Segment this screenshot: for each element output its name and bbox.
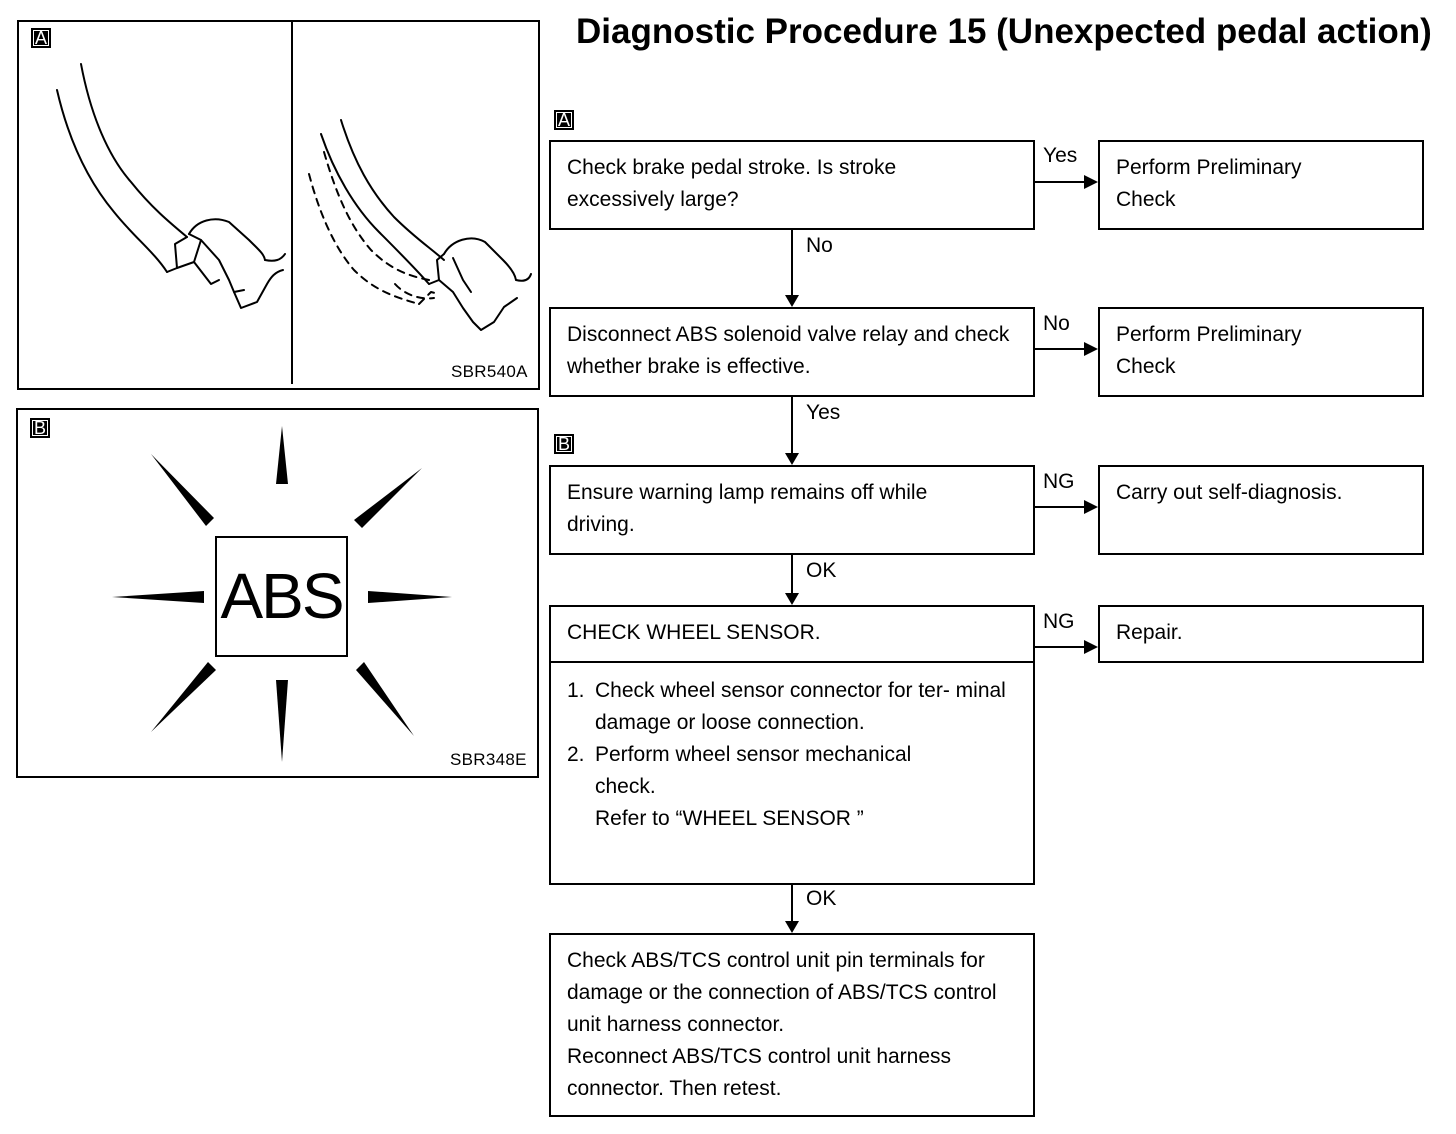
- figure-a-tag: A: [31, 28, 51, 48]
- page-title: Diagnostic Procedure 15 (Unexpected peda…: [576, 12, 1432, 51]
- step2-text: Disconnect ABS solenoid valve relay and …: [567, 323, 1010, 378]
- step1-no-connector: [791, 230, 793, 296]
- step4-ng-result-text: Repair.: [1116, 621, 1183, 644]
- brake-pedal-illustration: [56, 63, 532, 331]
- step4-ng-arrow: [1084, 640, 1098, 654]
- step2-yes-connector: [791, 397, 793, 454]
- step2-no-result-text: Perform Preliminary Check: [1116, 323, 1302, 378]
- figure-a-divider: [291, 22, 293, 384]
- flow-tag-a: A: [554, 110, 574, 130]
- step1-no-label: No: [806, 234, 833, 257]
- step4-ok-arrow: [785, 921, 799, 933]
- step4-ng-label: NG: [1043, 610, 1075, 633]
- step1-text: Check brake pedal stroke. Is stroke exce…: [567, 156, 897, 211]
- step2-no-label: No: [1043, 312, 1070, 335]
- step1-yes-label: Yes: [1043, 144, 1078, 167]
- step4-list: 1. Check wheel sensor connector for ter-…: [551, 663, 1023, 835]
- lamp-rays-illustration: [112, 426, 452, 762]
- flow-tag-b: B: [554, 434, 574, 454]
- step2-no-result-box: Perform Preliminary Check: [1098, 307, 1424, 397]
- step5-line1: Check ABS/TCS control unit pin terminals…: [567, 949, 997, 1036]
- step1-yes-connector: [1035, 181, 1085, 183]
- step3-ok-arrow: [785, 593, 799, 605]
- step1-yes-arrow: [1084, 175, 1098, 189]
- step5-line2: Reconnect ABS/TCS control unit harness c…: [567, 1045, 952, 1100]
- step3-ok-connector: [791, 555, 793, 594]
- step3-text: Ensure warning lamp remains off while dr…: [567, 481, 928, 536]
- step2-box: Disconnect ABS solenoid valve relay and …: [549, 307, 1035, 397]
- step3-ng-connector: [1035, 506, 1085, 508]
- step4-ng-result-box: Repair.: [1098, 605, 1424, 663]
- step4-box: CHECK WHEEL SENSOR. 1. Check wheel senso…: [549, 605, 1035, 885]
- step3-ok-label: OK: [806, 559, 837, 582]
- step4-ok-connector: [791, 885, 793, 922]
- step5-box: Check ABS/TCS control unit pin terminals…: [549, 933, 1035, 1117]
- step3-ng-result-text: Carry out self-diagnosis.: [1116, 481, 1343, 504]
- step3-ng-result-box: Carry out self-diagnosis.: [1098, 465, 1424, 555]
- step1-yes-result-box: Perform Preliminary Check: [1098, 140, 1424, 230]
- step4-ok-label: OK: [806, 887, 837, 910]
- step2-yes-arrow: [785, 453, 799, 465]
- step3-ng-arrow: [1084, 500, 1098, 514]
- figure-a-panel: A: [17, 20, 540, 390]
- step1-no-arrow: [785, 295, 799, 307]
- step4-item-1: 1. Check wheel sensor connector for ter-…: [567, 679, 1006, 734]
- step4-ng-connector: [1035, 646, 1085, 648]
- step4-header: CHECK WHEEL SENSOR.: [551, 607, 1033, 663]
- figure-a-code: SBR540A: [451, 362, 528, 381]
- abs-warning-lamp: ABS: [215, 536, 348, 657]
- figure-b-panel: B ABS SBR348E: [16, 408, 539, 778]
- step2-no-connector: [1035, 348, 1085, 350]
- step1-box: Check brake pedal stroke. Is stroke exce…: [549, 140, 1035, 230]
- figure-b-code: SBR348E: [450, 750, 527, 769]
- figure-b-tag: B: [30, 418, 50, 438]
- step4-refer: Refer to “WHEEL SENSOR ”: [595, 807, 864, 830]
- step4-item-2: 2. Perform wheel sensor mechanical check…: [567, 743, 912, 830]
- step3-ng-label: NG: [1043, 470, 1075, 493]
- step1-yes-result-text: Perform Preliminary Check: [1116, 156, 1302, 211]
- step2-yes-label: Yes: [806, 401, 841, 424]
- step3-box: Ensure warning lamp remains off while dr…: [549, 465, 1035, 555]
- step2-no-arrow: [1084, 342, 1098, 356]
